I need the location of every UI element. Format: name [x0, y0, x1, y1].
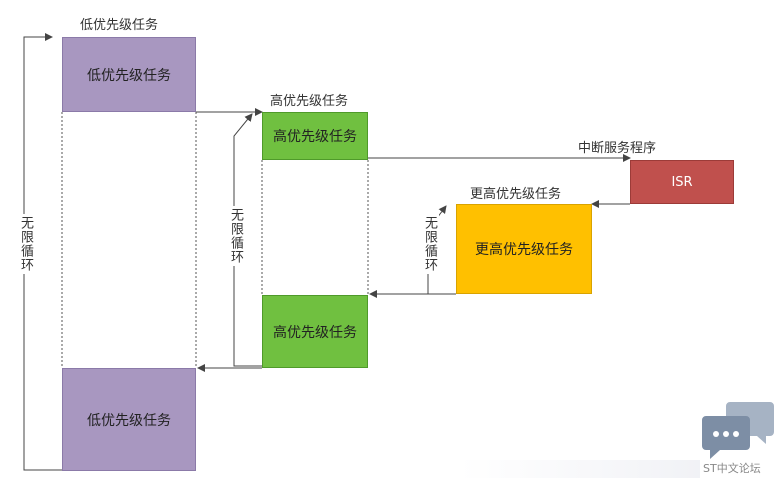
- higher-priority-task-box-text: 更高优先级任务: [475, 242, 573, 258]
- isr-box: ISR: [630, 160, 734, 204]
- high-priority-task-box-bottom: 高优先级任务: [262, 295, 368, 368]
- outer-infinite-loop-label: 无限循环: [16, 214, 35, 274]
- isr-box-text: ISR: [671, 174, 693, 190]
- middle-infinite-loop-label: 无限循环: [226, 206, 245, 266]
- high-priority-task-box-bottom-text: 高优先级任务: [273, 324, 357, 341]
- low-priority-task-box-top: 低优先级任务: [62, 37, 196, 112]
- forum-name-text: ST中文论坛: [703, 462, 761, 475]
- high-priority-task-label: 高优先级任务: [270, 94, 349, 109]
- higher-priority-task-box: 更高优先级任务: [456, 204, 592, 294]
- low-priority-task-box-top-text: 低优先级任务: [87, 67, 171, 84]
- watermark-bar: [460, 460, 700, 478]
- high-priority-task-box-top: 高优先级任务: [262, 112, 368, 160]
- isr-label: 中断服务程序: [578, 141, 657, 156]
- low-priority-task-box-bottom-text: 低优先级任务: [87, 412, 171, 429]
- high-priority-task-box-top-text: 高优先级任务: [273, 129, 357, 145]
- low-priority-task-box-bottom: 低优先级任务: [62, 368, 196, 471]
- low-priority-task-label: 低优先级任务: [80, 18, 159, 33]
- forum-logo-icon: [702, 402, 774, 459]
- inner-infinite-loop-label: 无限循环: [420, 214, 439, 274]
- higher-priority-task-label: 更高优先级任务: [470, 187, 562, 202]
